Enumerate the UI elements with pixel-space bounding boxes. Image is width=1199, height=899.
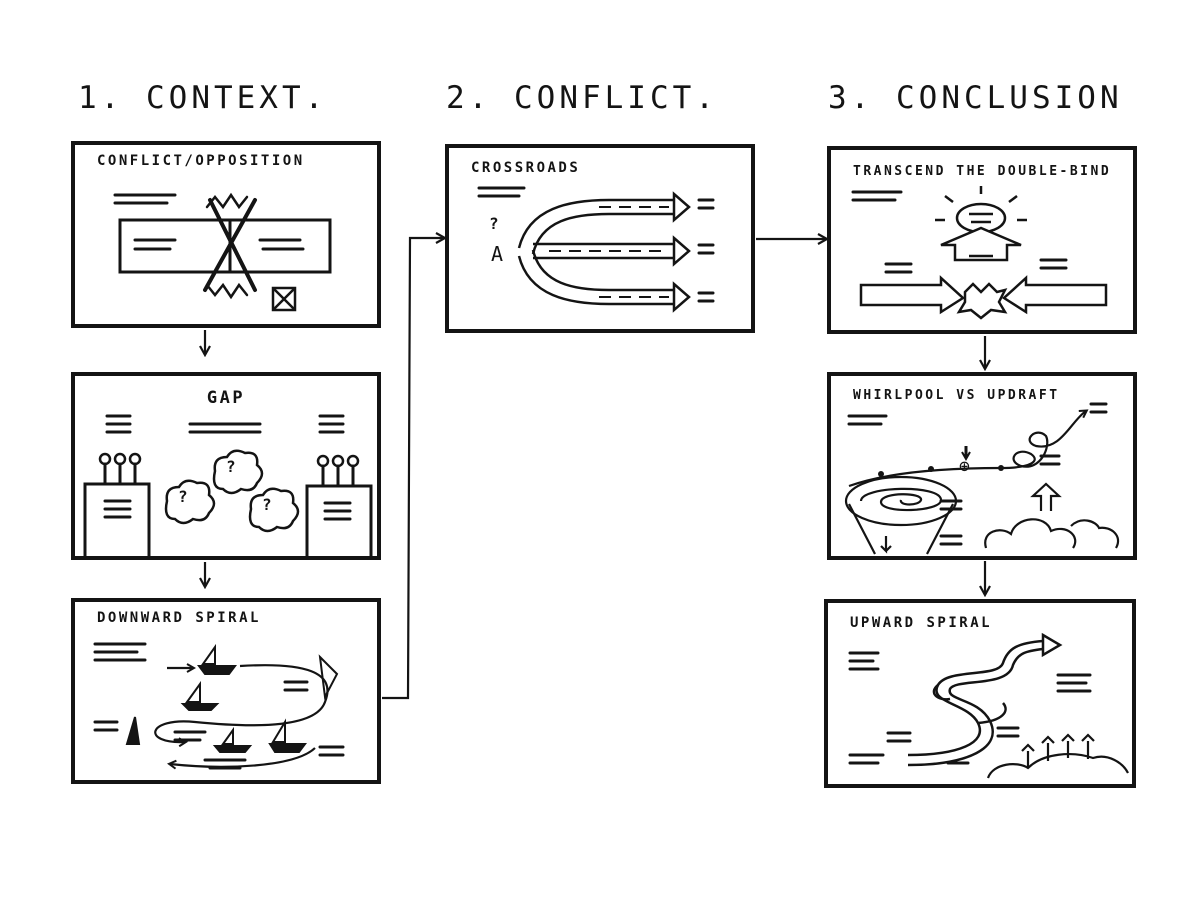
arrow-spiral-to-crossroads bbox=[382, 238, 444, 700]
gap-illustration bbox=[83, 414, 373, 556]
burst-icon bbox=[956, 282, 1008, 320]
panel-title: WHIRLPOOL VS UPDRAFT bbox=[853, 388, 1060, 403]
panel-downward-spiral: DOWNWARD SPIRAL bbox=[71, 598, 381, 784]
downward-spiral-illustration bbox=[93, 642, 345, 770]
question-icon: ? bbox=[178, 487, 188, 506]
opposition-illustration bbox=[113, 192, 332, 312]
updraft-icon bbox=[984, 482, 1120, 549]
panel-gap: ? ? ? GAP bbox=[71, 372, 381, 560]
opposing-arrows bbox=[859, 275, 1108, 315]
whirlpool-illustration bbox=[844, 402, 1120, 555]
question-icon: ? bbox=[262, 495, 272, 514]
up-arrow-icon bbox=[940, 226, 1022, 262]
panel-title: CONFLICT/OPPOSITION bbox=[97, 153, 305, 169]
panel-crossroads: ? A CROSSROADS bbox=[445, 144, 755, 333]
person-icon: A bbox=[491, 242, 504, 266]
path-line bbox=[848, 411, 1086, 488]
whirlpool-icon bbox=[844, 475, 958, 555]
panel-title: UPWARD SPIRAL bbox=[850, 615, 993, 631]
panel-conflict-opposition: CONFLICT/OPPOSITION bbox=[71, 141, 381, 328]
sprout-icon bbox=[986, 733, 1129, 779]
column-heading-context: 1. CONTEXT. bbox=[78, 80, 328, 116]
road-paths bbox=[517, 191, 691, 313]
panel-title: TRANSCEND THE DOUBLE-BIND bbox=[853, 164, 1112, 179]
upward-spiral-illustration bbox=[848, 632, 1129, 779]
question-icon: ? bbox=[226, 457, 236, 476]
panel-title: DOWNWARD SPIRAL bbox=[97, 610, 261, 626]
crossroads-illustration bbox=[477, 186, 715, 313]
cloud-icon bbox=[164, 449, 300, 533]
column-heading-conflict: 2. CONFLICT. bbox=[446, 80, 718, 116]
column-heading-conclusion: 3. CONCLUSION bbox=[828, 80, 1123, 116]
panel-whirlpool: ⊕ WHIRLPOOL VS UPDRAFT bbox=[827, 372, 1137, 560]
panel-upward-spiral: UPWARD SPIRAL bbox=[824, 599, 1136, 788]
panel-title: GAP bbox=[206, 388, 246, 408]
transcend-illustration bbox=[851, 186, 1108, 320]
upward-ribbon bbox=[907, 632, 1063, 767]
plus-icon: ⊕ bbox=[959, 456, 970, 477]
road-dashes bbox=[549, 206, 669, 298]
panel-transcend: TRANSCEND THE DOUBLE-BIND bbox=[827, 146, 1137, 334]
sun-icon bbox=[935, 186, 1027, 234]
question-icon: ? bbox=[489, 214, 499, 233]
bowtie-icon bbox=[271, 286, 297, 312]
sailboat-icon bbox=[125, 643, 339, 753]
panel-title: CROSSROADS bbox=[471, 160, 581, 176]
